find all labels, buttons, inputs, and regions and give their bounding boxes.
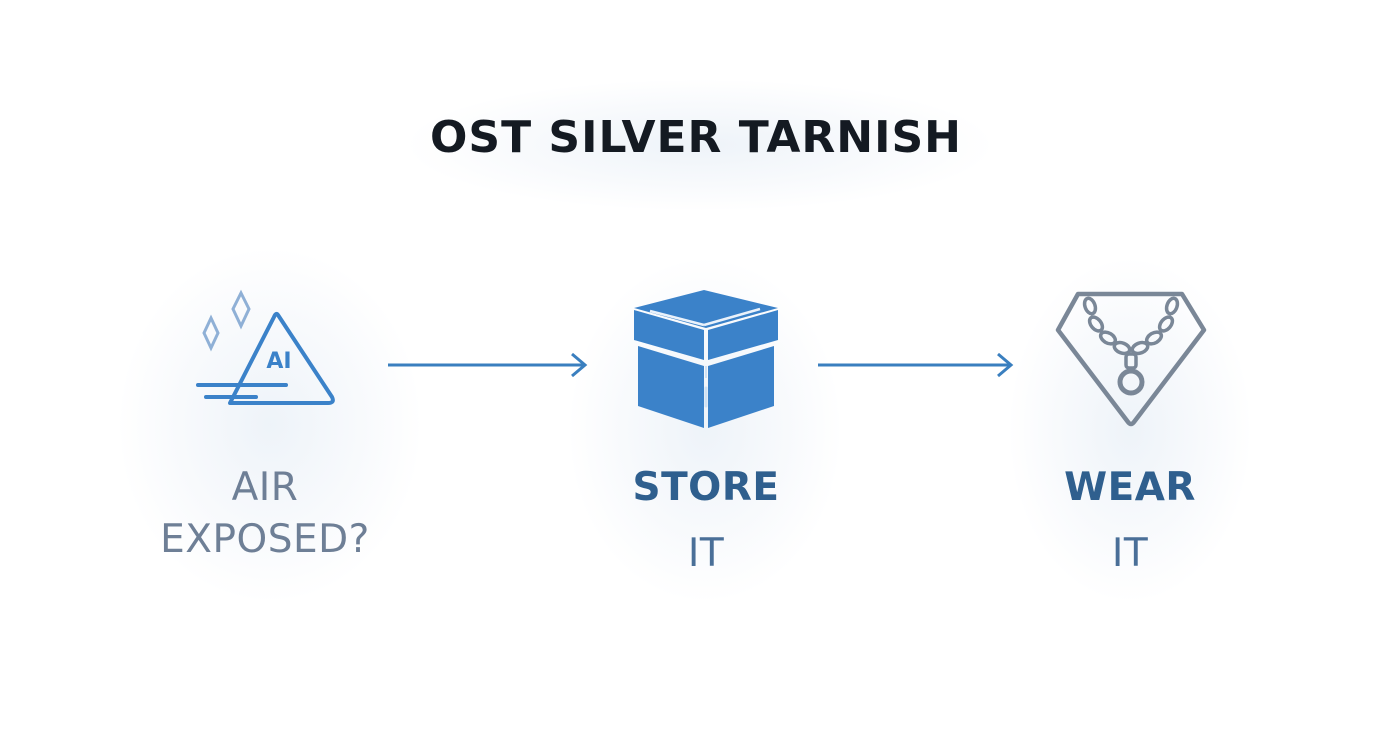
step-2-line-1: STORE xyxy=(632,465,780,510)
warning-icon-text: AI xyxy=(266,349,291,374)
storage-box-icon xyxy=(634,290,778,428)
sparkle-diamond-icon xyxy=(202,314,220,352)
step-label-wear-it: WEAR IT xyxy=(1010,462,1250,580)
step-1-line-2: EXPOSED? xyxy=(160,517,370,562)
step-3-glow xyxy=(1010,260,1250,600)
arrow-right-icon xyxy=(388,352,588,378)
arrow-right-icon xyxy=(818,352,1014,378)
step-label-store-it: STORE IT xyxy=(586,462,826,580)
title-glow xyxy=(410,80,990,210)
necklace-gem-icon xyxy=(1055,291,1207,427)
sparkle-diamond-icon xyxy=(231,289,251,330)
step-3-line-2: IT xyxy=(1111,531,1149,576)
step-1-glow xyxy=(120,250,420,600)
diagram-title: OST SILVER TARNISH xyxy=(429,112,962,163)
step-label-air-exposed: AIR EXPOSED? xyxy=(130,462,400,566)
step-1-line-1: AIR xyxy=(231,465,299,510)
step-3-line-1: WEAR xyxy=(1064,465,1196,510)
air-warning-triangle-icon: AI xyxy=(196,289,335,405)
step-2-line-2: IT xyxy=(687,531,725,576)
